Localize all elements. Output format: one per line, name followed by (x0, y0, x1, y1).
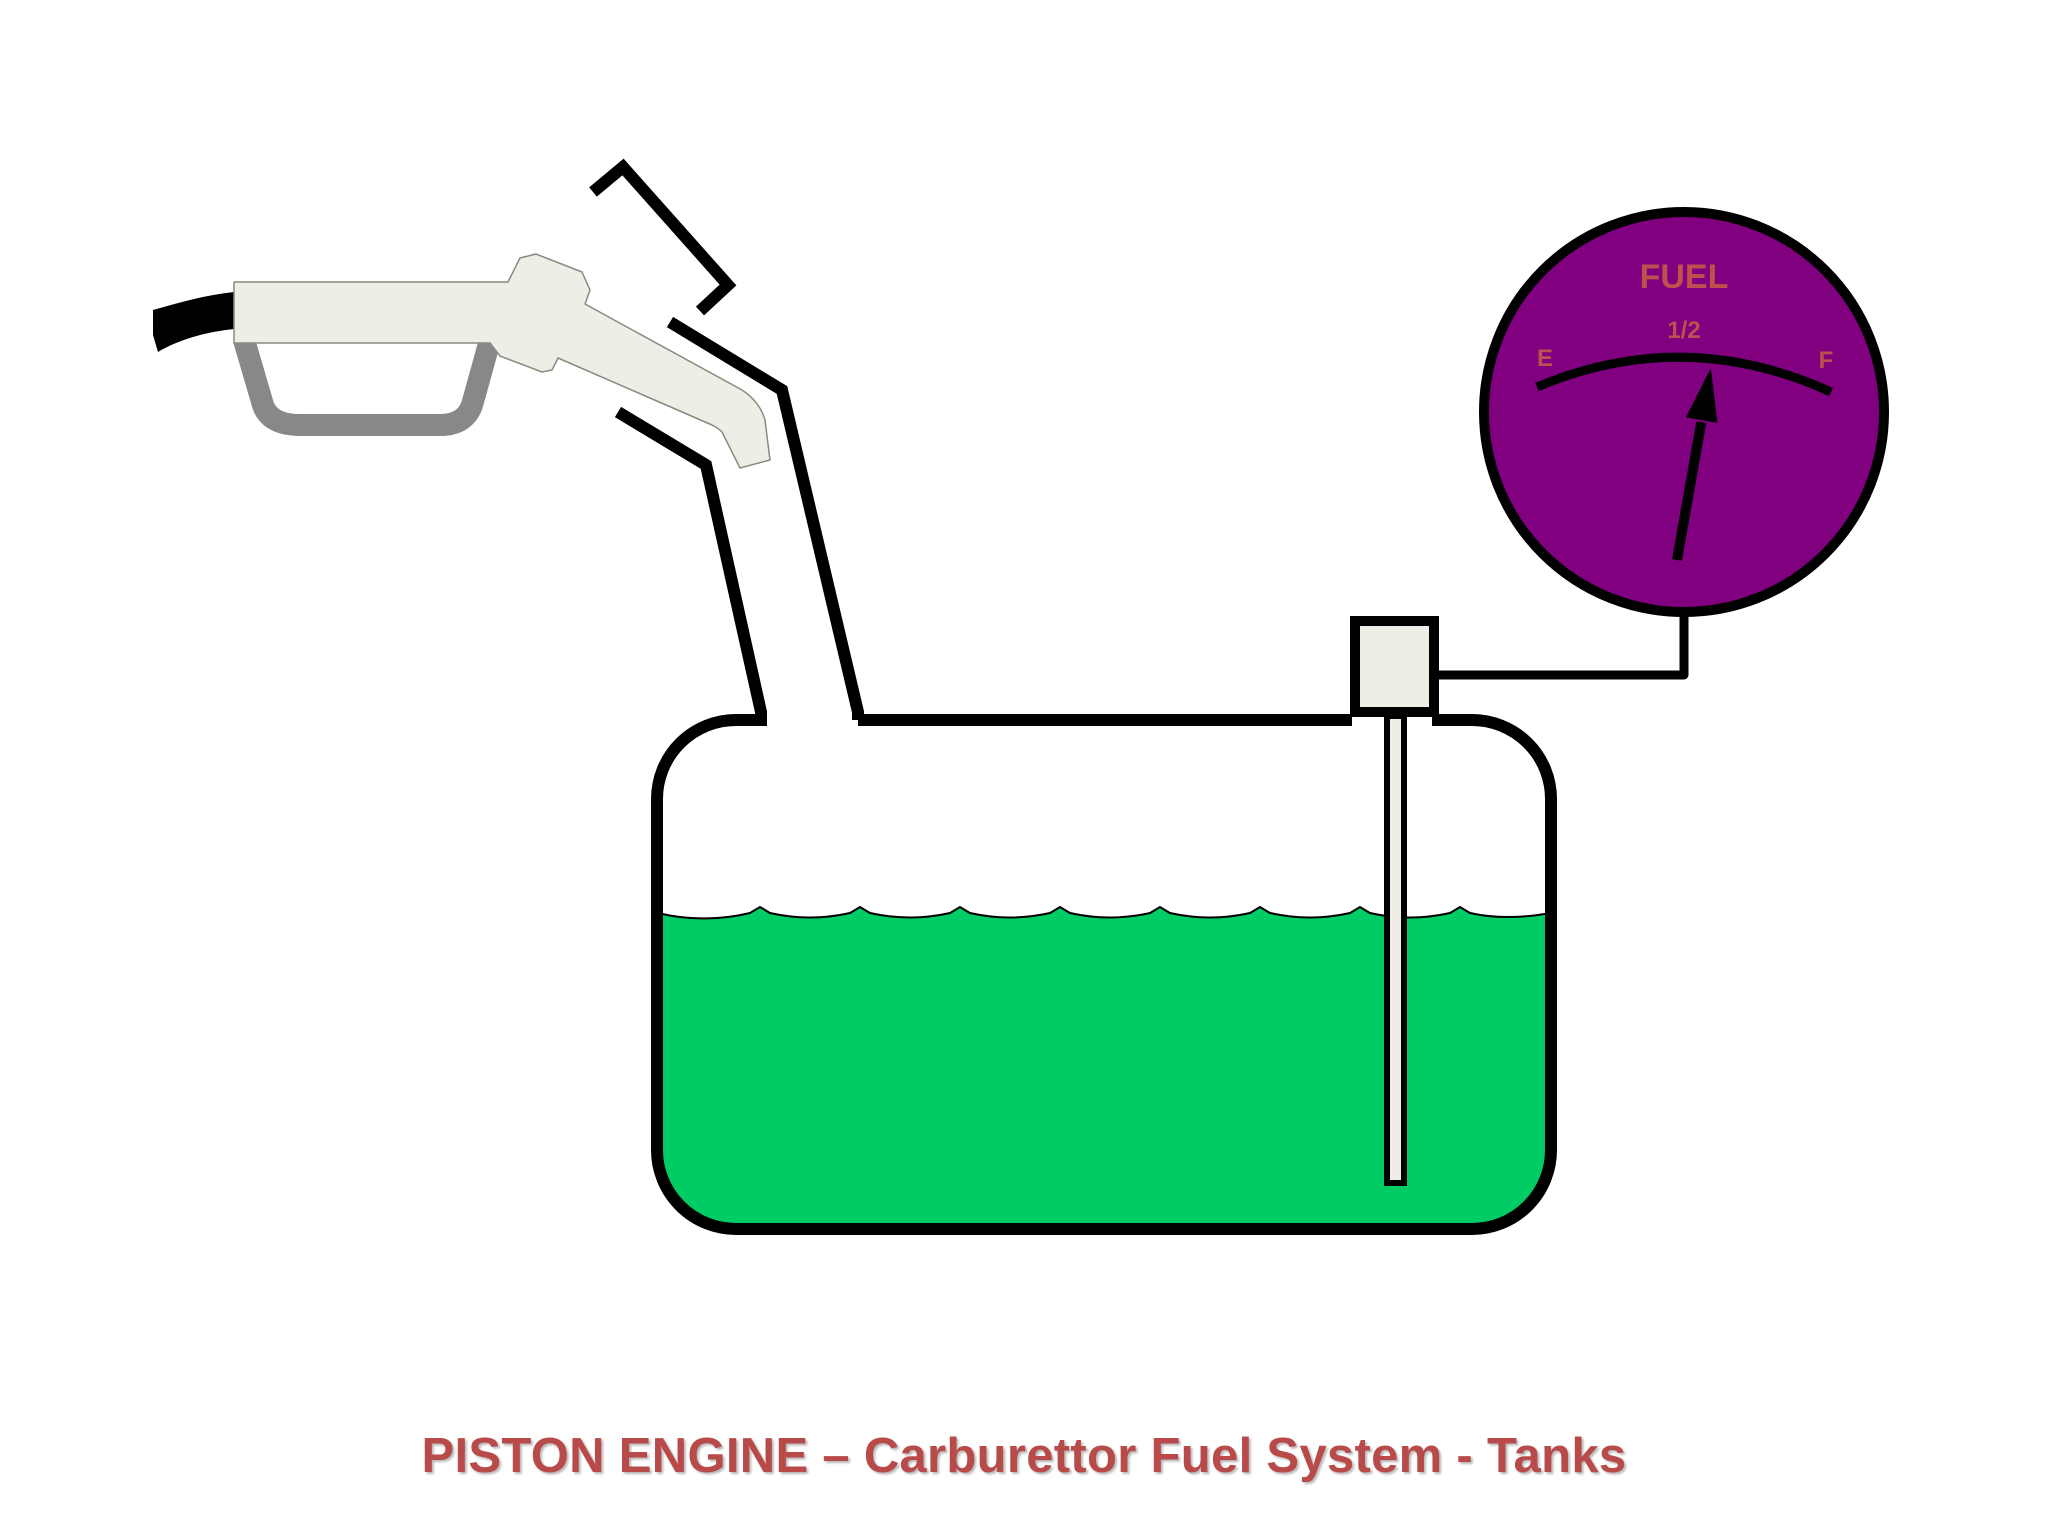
fuel-level-fill (657, 905, 1551, 1229)
nozzle-handle (233, 336, 501, 436)
gauge-needle (1672, 367, 1718, 561)
filler-neck-wall-left (614, 406, 767, 726)
fuel-hose (153, 292, 234, 352)
gauge-label-empty: E (1537, 345, 1553, 372)
fuel-sender-probe (1384, 713, 1407, 1186)
filler-cap (589, 158, 737, 316)
gauge-title: FUEL (1640, 258, 1729, 296)
fuel-sender-unit (1350, 616, 1439, 717)
fuel-gauge (1479, 207, 1889, 617)
gauge-label-full: F (1819, 347, 1834, 374)
fuel-nozzle (233, 253, 771, 469)
diagram-caption: PISTON ENGINE – Carburettor Fuel System … (421, 1429, 1627, 1483)
gauge-wire (1434, 612, 1689, 680)
fuel-tank (651, 714, 1557, 1235)
gauge-label-half: 1/2 (1667, 317, 1700, 344)
gauge-scale-arc (1535, 352, 1833, 397)
